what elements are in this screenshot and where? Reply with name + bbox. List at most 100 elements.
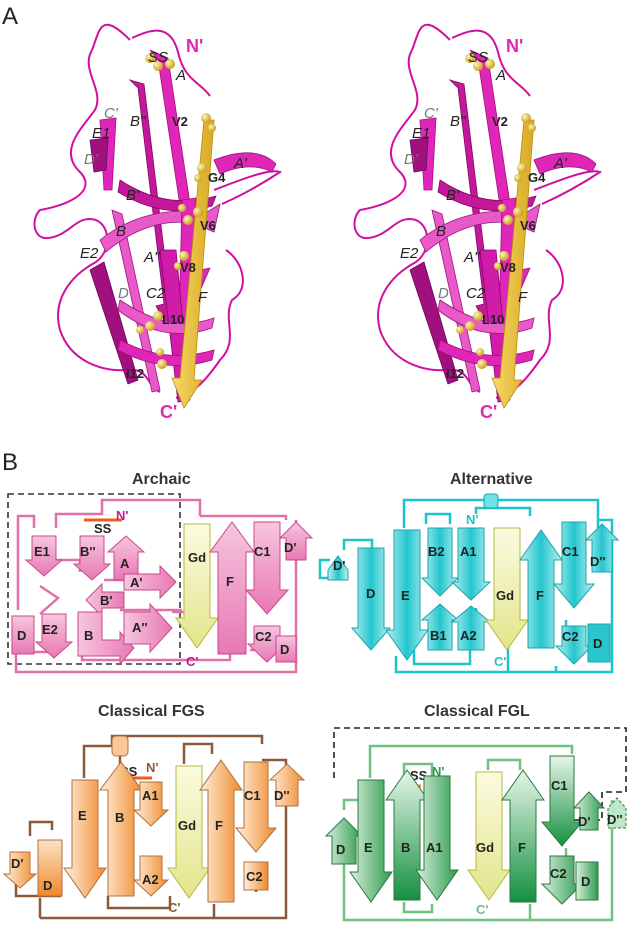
ss-label: SS [468, 49, 488, 66]
strand-c1 [540, 755, 584, 847]
strand-e-label: E [78, 808, 87, 823]
strand-d2-label: D [280, 642, 289, 657]
topology-archaic: Archaic SS N' E1 B'' A A' [7, 471, 314, 674]
strand-b2 [420, 527, 460, 597]
strand-f [199, 759, 243, 903]
strand-c1 [244, 521, 290, 615]
strand-f [519, 529, 563, 649]
strand-c2-label: C2 [550, 866, 567, 881]
strand-e [63, 779, 107, 899]
fgl-connectors [342, 744, 614, 922]
fgs-nterm: N' [146, 760, 158, 775]
strand-a-dprime-label: A'' [143, 249, 161, 266]
strand-b-dprime [72, 535, 112, 581]
coil-loop [175, 249, 244, 399]
strand-d-prime-label: D' [11, 856, 23, 871]
strand-d-label: D [438, 285, 449, 302]
strand-a1-label: A1 [460, 544, 477, 559]
strand-c2-label: C2 [146, 285, 166, 302]
strand-d2 [275, 635, 297, 663]
strand-d-prime [2, 851, 38, 889]
archaic-title: Archaic [132, 471, 191, 488]
strand-d [350, 547, 392, 651]
fgs-cterm: C' [168, 900, 180, 915]
alternative-cterm: C' [494, 654, 506, 669]
strand-d-prime [278, 521, 314, 561]
strand-b-dprime-label: B'' [130, 113, 147, 130]
strand-b-prime [85, 582, 125, 618]
helix-cylinder [483, 493, 499, 509]
structure-labels-right: N' SS A C' E1 B'' D' V2 A' G4 B' V6 B E2… [400, 36, 568, 422]
strand-a2-label: A2 [142, 872, 159, 887]
cterm-label: C' [160, 402, 177, 422]
strand-d-prime-label: D' [404, 151, 419, 168]
coil-loop [131, 29, 211, 97]
topology-fgl: Classical FGL SS N' D E B A1 Gd F C1 [324, 703, 627, 922]
strand-b-prime-label: B' [446, 187, 460, 204]
strand-d-prime [572, 791, 606, 831]
strand-f-label: F [518, 289, 528, 306]
strand-d-label: D [17, 628, 26, 643]
strand-e2-label: E2 [42, 622, 58, 637]
strand-b-dprime-label: B'' [80, 544, 96, 559]
strand-d-dprime-label: D'' [274, 788, 290, 803]
strand-e2 [34, 613, 74, 659]
strand-d-label: D [366, 586, 375, 601]
strand-e [349, 779, 393, 903]
strand-c2 [243, 861, 269, 891]
strand-d-label: D [118, 285, 129, 302]
residue-v8: V8 [500, 260, 516, 275]
ss-label: SS [148, 49, 168, 66]
strand-c1-label: C1 [254, 544, 271, 559]
helix-cylinder [111, 735, 129, 757]
strand-gd [485, 527, 529, 651]
residue-i12: I12 [446, 366, 464, 381]
strand-a2 [450, 605, 492, 651]
strand-d-dprime [268, 763, 306, 807]
fgl-title: Classical FGL [424, 703, 530, 720]
alternative-title: Alternative [450, 471, 533, 488]
strand-c1 [234, 761, 278, 853]
strand-a-label: A [495, 67, 506, 84]
strand-d2-label: D [593, 636, 602, 651]
strand-d-dprime-label: D'' [607, 812, 623, 827]
strand-d-dprime-label: D'' [590, 554, 606, 569]
strand-b [385, 769, 429, 901]
strand-d-label: D [336, 842, 345, 857]
residue-v8: V8 [180, 260, 196, 275]
strand-b1 [420, 603, 460, 651]
strand-c1 [552, 521, 596, 609]
topology-fgs: Classical FGS SS N' D' D E B A1 A2 [2, 703, 306, 920]
residue-l10: L10 [162, 312, 184, 327]
strand-a1-label: A1 [426, 840, 443, 855]
residue-g4: G4 [208, 170, 226, 185]
residue-v6: V6 [200, 218, 216, 233]
strand-b-label: B [401, 840, 410, 855]
strand-d [37, 839, 63, 897]
strand-b-dprime-label: B'' [450, 113, 467, 130]
strand-a-prime-label: A' [553, 155, 568, 172]
strand-gd-label: Gd [476, 840, 494, 855]
strand-e-label: E [364, 840, 373, 855]
strand-gd-label: Gd [188, 550, 206, 565]
strand-b1-label: B1 [430, 628, 447, 643]
strand-a2-label: A2 [460, 628, 477, 643]
strand-d-dprime [584, 523, 620, 573]
structure-labels-left: N' SS A C' E1 B'' D' V2 A' G4 B' V6 B E2… [80, 36, 248, 422]
coil-loop [213, 170, 283, 205]
strand-c2 [554, 625, 594, 665]
strand-e1-label: E1 [412, 125, 430, 142]
strand-a-dprime-label: A'' [463, 249, 481, 266]
strand-d [324, 817, 364, 865]
strand-gd-label: Gd [178, 818, 196, 833]
strand-d-prime-label: D' [84, 151, 99, 168]
strand-b2-label: B2 [428, 544, 445, 559]
strand-c2-label: C2 [246, 869, 263, 884]
archaic-domain-box [7, 493, 181, 665]
residue-v2: V2 [172, 114, 188, 129]
strand-f [501, 769, 545, 903]
strand-f-label: F [226, 574, 234, 589]
beta-strand [89, 137, 109, 173]
protein-structure-left [33, 23, 283, 409]
